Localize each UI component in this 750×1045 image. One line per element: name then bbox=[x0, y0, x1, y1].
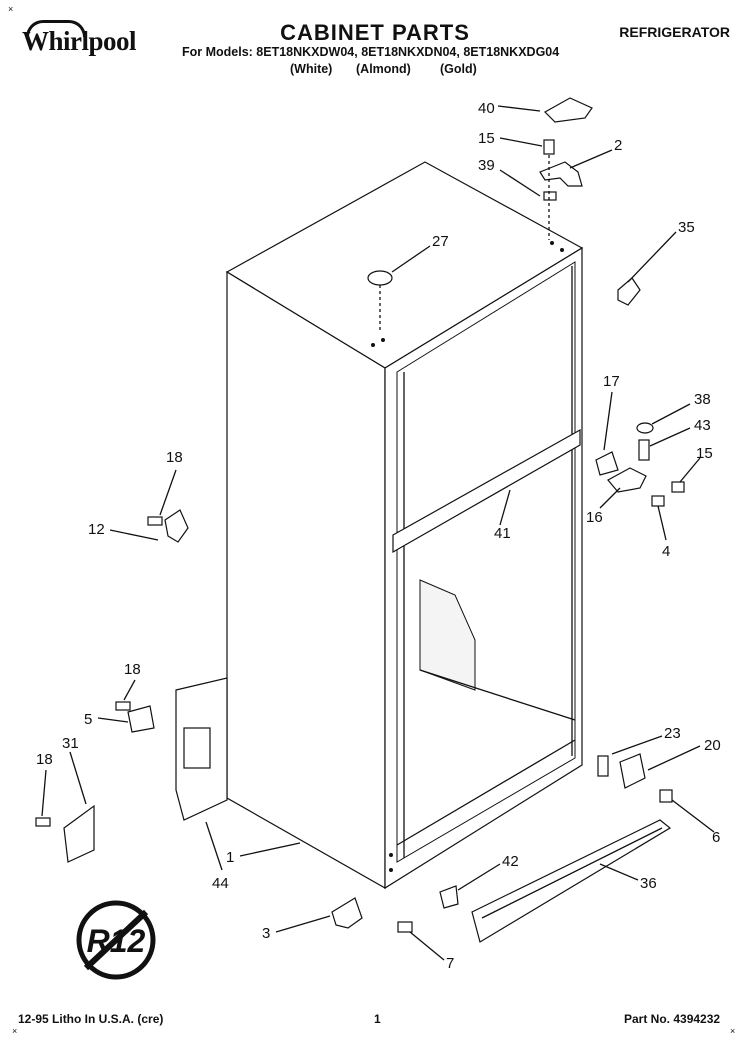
callout-27: 27 bbox=[432, 233, 449, 250]
callout-16: 16 bbox=[586, 509, 603, 526]
side-clip bbox=[164, 509, 189, 543]
callout-36: 36 bbox=[640, 875, 657, 892]
hinge-cover bbox=[544, 97, 593, 123]
washer bbox=[636, 422, 654, 434]
callout-15-mid: 15 bbox=[696, 445, 713, 462]
callout-41: 41 bbox=[494, 525, 511, 542]
callout-20: 20 bbox=[704, 737, 721, 754]
color-almond: (Almond) bbox=[356, 62, 411, 76]
callout-39: 39 bbox=[478, 157, 495, 174]
footer-part-number: Part No. 4394232 bbox=[624, 1012, 721, 1026]
corner-mark: × bbox=[8, 4, 14, 14]
color-gold: (Gold) bbox=[440, 62, 477, 76]
leg-screw bbox=[397, 921, 413, 933]
footer-litho: 12-95 Litho In U.S.A. (cre) bbox=[18, 1012, 164, 1026]
callout-43: 43 bbox=[694, 417, 711, 434]
model-numbers: For Models: 8ET18NKXDW04, 8ET18NKXDN04, … bbox=[182, 45, 560, 59]
footer-mark-left: × bbox=[12, 1026, 18, 1036]
page-title: CABINET PARTS bbox=[280, 20, 470, 45]
callout-6: 6 bbox=[712, 829, 720, 846]
callout-17: 17 bbox=[603, 373, 620, 390]
callout-18-mid: 18 bbox=[124, 661, 141, 678]
center-hinge-bracket bbox=[595, 451, 619, 476]
callout-38: 38 bbox=[694, 391, 711, 408]
hinge-screw-3 bbox=[651, 495, 665, 507]
callout-23: 23 bbox=[664, 725, 681, 742]
callout-40: 40 bbox=[478, 100, 495, 117]
side-trim bbox=[63, 804, 95, 863]
bracket-clip bbox=[127, 705, 155, 733]
callout-35: 35 bbox=[678, 219, 695, 236]
hinge-screw-2 bbox=[671, 481, 685, 493]
leader-lines bbox=[41, 105, 715, 961]
appliance-category: REFRIGERATOR bbox=[619, 24, 730, 40]
callout-7: 7 bbox=[446, 955, 454, 972]
callout-31: 31 bbox=[62, 735, 79, 752]
footer-mark-right: × bbox=[730, 1026, 736, 1036]
center-hinge bbox=[607, 467, 647, 493]
callout-18-lower: 18 bbox=[36, 751, 53, 768]
bracket-opening bbox=[183, 727, 211, 769]
footer-page-number: 1 bbox=[374, 1012, 381, 1026]
cabinet-plug bbox=[367, 270, 393, 286]
side-screw-2 bbox=[115, 701, 131, 711]
cabinet-body bbox=[225, 161, 584, 890]
brand-logo: Whirlpool bbox=[22, 26, 137, 56]
mullion-strip bbox=[392, 428, 581, 554]
callout-3: 3 bbox=[262, 925, 270, 942]
side-screw-3 bbox=[35, 817, 51, 827]
callout-4: 4 bbox=[662, 543, 670, 560]
callout-5: 5 bbox=[84, 711, 92, 728]
bottom-hinge-screw bbox=[659, 789, 673, 803]
callout-42: 42 bbox=[502, 853, 519, 870]
callout-1: 1 bbox=[226, 849, 234, 866]
bottom-hinge-spacer bbox=[597, 755, 609, 777]
leveling-leg bbox=[331, 897, 363, 929]
callout-18-upper: 18 bbox=[166, 449, 183, 466]
color-white: (White) bbox=[290, 62, 333, 76]
hinge-shim bbox=[543, 191, 557, 201]
side-screw bbox=[147, 516, 163, 526]
grille-clip bbox=[439, 885, 459, 909]
callout-12: 12 bbox=[88, 521, 105, 538]
callout-44: 44 bbox=[212, 875, 229, 892]
hinge-pin bbox=[638, 439, 650, 461]
bottom-hinge bbox=[619, 753, 646, 789]
callout-15-top: 15 bbox=[478, 130, 495, 147]
r12-badge: R12 bbox=[76, 900, 156, 980]
hinge-screw bbox=[543, 139, 555, 155]
hinge-pin-cover bbox=[617, 277, 641, 306]
toe-grille bbox=[471, 819, 672, 943]
callout-2: 2 bbox=[614, 137, 622, 154]
